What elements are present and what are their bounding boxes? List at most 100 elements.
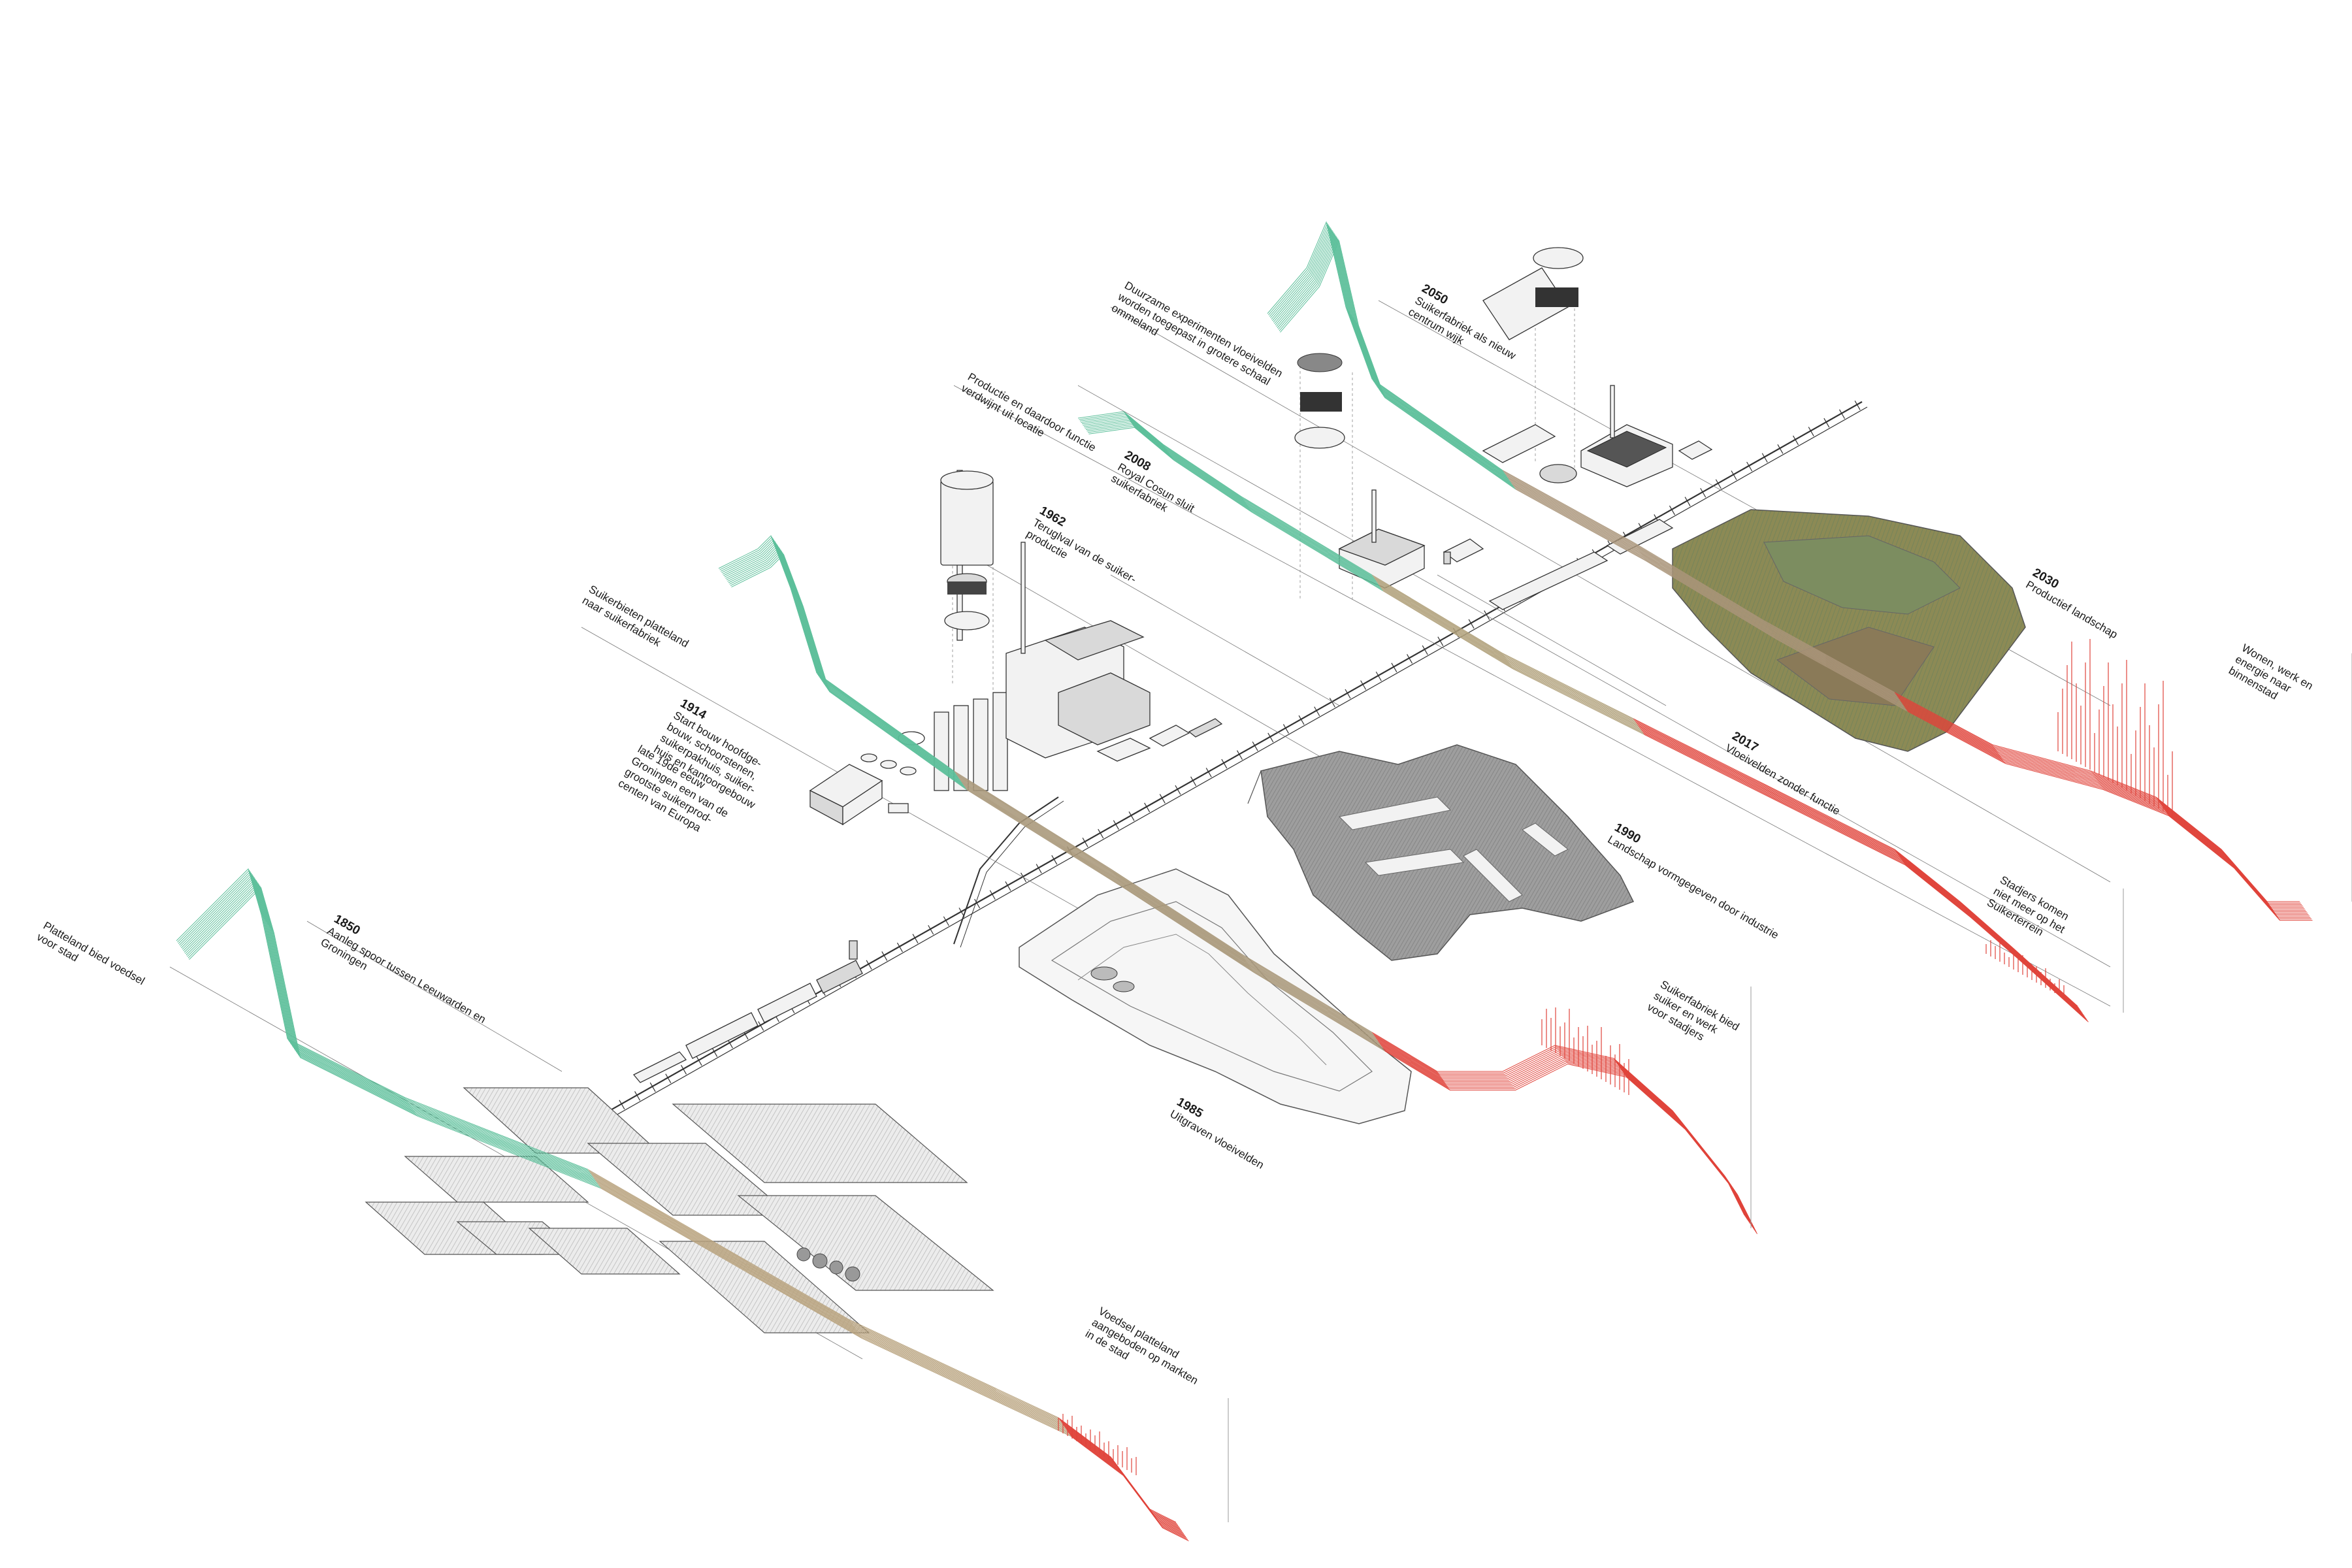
strand-2050 bbox=[1505, 474, 1898, 698]
strand-1914 bbox=[962, 783, 1381, 1046]
rail-tie bbox=[974, 898, 981, 909]
strand-1914 bbox=[730, 552, 966, 789]
svg-text:worden toegepast in grotere sc: worden toegepast in grotere schaal bbox=[1115, 290, 1272, 388]
rail-tie bbox=[1422, 645, 1428, 655]
rail-tie bbox=[1298, 715, 1305, 725]
strand-2008 bbox=[1644, 734, 2089, 1022]
strand-1850 bbox=[187, 884, 599, 1186]
rail-tie bbox=[1144, 802, 1151, 813]
strand-1850 bbox=[596, 1182, 1068, 1431]
label-productie: Productie en daardoor functie verdwijnt … bbox=[959, 370, 1098, 454]
rail-tie bbox=[1468, 619, 1475, 629]
rail-tie bbox=[1051, 855, 1058, 865]
strand-2008 bbox=[1639, 727, 2084, 1015]
strand-1914 bbox=[956, 775, 1375, 1037]
rail-tie bbox=[1808, 427, 1814, 436]
strand-2050 bbox=[1277, 235, 1513, 485]
strand-1914 bbox=[1377, 1040, 1751, 1224]
strand-2050 bbox=[1273, 229, 1509, 480]
field-2030 bbox=[1672, 509, 2026, 752]
strand-2008 bbox=[1640, 728, 2085, 1017]
strand-2050 bbox=[1508, 478, 1901, 702]
strand-1914 bbox=[960, 780, 1379, 1043]
rail-tie bbox=[1221, 759, 1228, 769]
field-1990 bbox=[1247, 744, 1635, 961]
strand-2008 bbox=[1371, 574, 1634, 719]
rail-tie bbox=[1098, 828, 1104, 839]
rail-tie bbox=[1282, 724, 1289, 734]
strand-1914 bbox=[729, 551, 965, 787]
fields-1850 bbox=[365, 1087, 994, 1333]
factory-2050 bbox=[1482, 247, 1713, 487]
strand-2050 bbox=[1506, 476, 1899, 699]
strand-1850 bbox=[591, 1175, 1063, 1424]
rail-tie bbox=[649, 1082, 656, 1092]
strand-1914 bbox=[724, 544, 960, 780]
strand-2050 bbox=[1503, 471, 1896, 694]
strand-2008 bbox=[1088, 427, 1383, 591]
exploded-silo-1962 bbox=[940, 470, 994, 630]
rail-tie bbox=[680, 1065, 687, 1075]
label-1985: 1985 Uitgraven vloeivelden bbox=[1168, 1095, 1266, 1171]
field-1985 bbox=[1019, 868, 1412, 1124]
strand-1914 bbox=[731, 553, 967, 791]
rail-tie bbox=[1329, 698, 1335, 708]
strand-2008 bbox=[1636, 723, 2081, 1011]
strand-1850 bbox=[589, 1171, 1061, 1421]
strand-1914 bbox=[728, 549, 964, 786]
strand-2050 bbox=[1279, 238, 1515, 488]
red-output-bars bbox=[1058, 639, 2173, 1475]
strand-1850 bbox=[185, 881, 597, 1183]
rail-tie bbox=[881, 951, 888, 961]
rail-tie bbox=[1113, 820, 1119, 830]
steam-train-1850 bbox=[632, 940, 863, 1083]
strand-1914 bbox=[726, 546, 962, 783]
strand-1914 bbox=[725, 545, 961, 781]
strand-1850 bbox=[176, 868, 589, 1170]
strand-2008 bbox=[1633, 718, 2078, 1007]
strand-1850 bbox=[177, 870, 589, 1171]
strand-2008 bbox=[1081, 417, 1377, 581]
strand-1850 bbox=[589, 1170, 1060, 1420]
rail-tie bbox=[1854, 400, 1861, 410]
label-wonen: Wonen, werk en energie naar binnenstad bbox=[2227, 642, 2315, 702]
strand-1850 bbox=[180, 874, 593, 1176]
svg-text:Aanleg spoor tussen Leeuwarden: Aanleg spoor tussen Leeuwarden en bbox=[325, 924, 488, 1026]
strand-1914 bbox=[1373, 1033, 1746, 1217]
strand-1914 bbox=[964, 786, 1383, 1049]
strand-2008 bbox=[1377, 581, 1639, 727]
strand-2050 bbox=[1502, 470, 1895, 693]
strand-1850 bbox=[597, 1183, 1069, 1433]
strand-1850 bbox=[183, 878, 595, 1180]
rail-tie bbox=[943, 916, 949, 926]
strand-2008 bbox=[1642, 731, 2087, 1020]
rail-tie bbox=[619, 1100, 625, 1110]
rail-tie bbox=[711, 1047, 718, 1057]
strand-2050 bbox=[1907, 711, 2313, 921]
strand-1914 bbox=[966, 789, 1385, 1052]
strand-1914 bbox=[1371, 1032, 1745, 1216]
strand-1914 bbox=[721, 539, 957, 776]
rail-tie bbox=[1777, 444, 1784, 454]
strand-1914 bbox=[1375, 1037, 1749, 1222]
strand-2008 bbox=[1634, 719, 2079, 1008]
rail-tie bbox=[1375, 671, 1382, 681]
rail-tie bbox=[634, 1091, 641, 1101]
strand-2008 bbox=[1642, 732, 2088, 1021]
rail-tie bbox=[1252, 741, 1258, 751]
rail-tie bbox=[1391, 662, 1397, 673]
strand-1850 bbox=[595, 1179, 1066, 1428]
rail-tie bbox=[1345, 689, 1351, 699]
strand-2008 bbox=[1382, 590, 1644, 735]
strand-2050 bbox=[1275, 232, 1511, 483]
strand-1914 bbox=[955, 772, 1373, 1034]
strand-2008 bbox=[1083, 419, 1379, 584]
strand-2008 bbox=[1087, 425, 1382, 590]
strand-2008 bbox=[1381, 589, 1644, 734]
strand-2050 bbox=[1514, 487, 1907, 710]
rail-tie bbox=[1838, 409, 1846, 419]
label-voedsel: Voedsel platteland aangeboden op markten… bbox=[1083, 1305, 1200, 1387]
strand-2050 bbox=[1274, 231, 1510, 481]
strand-1850 bbox=[181, 875, 593, 1177]
